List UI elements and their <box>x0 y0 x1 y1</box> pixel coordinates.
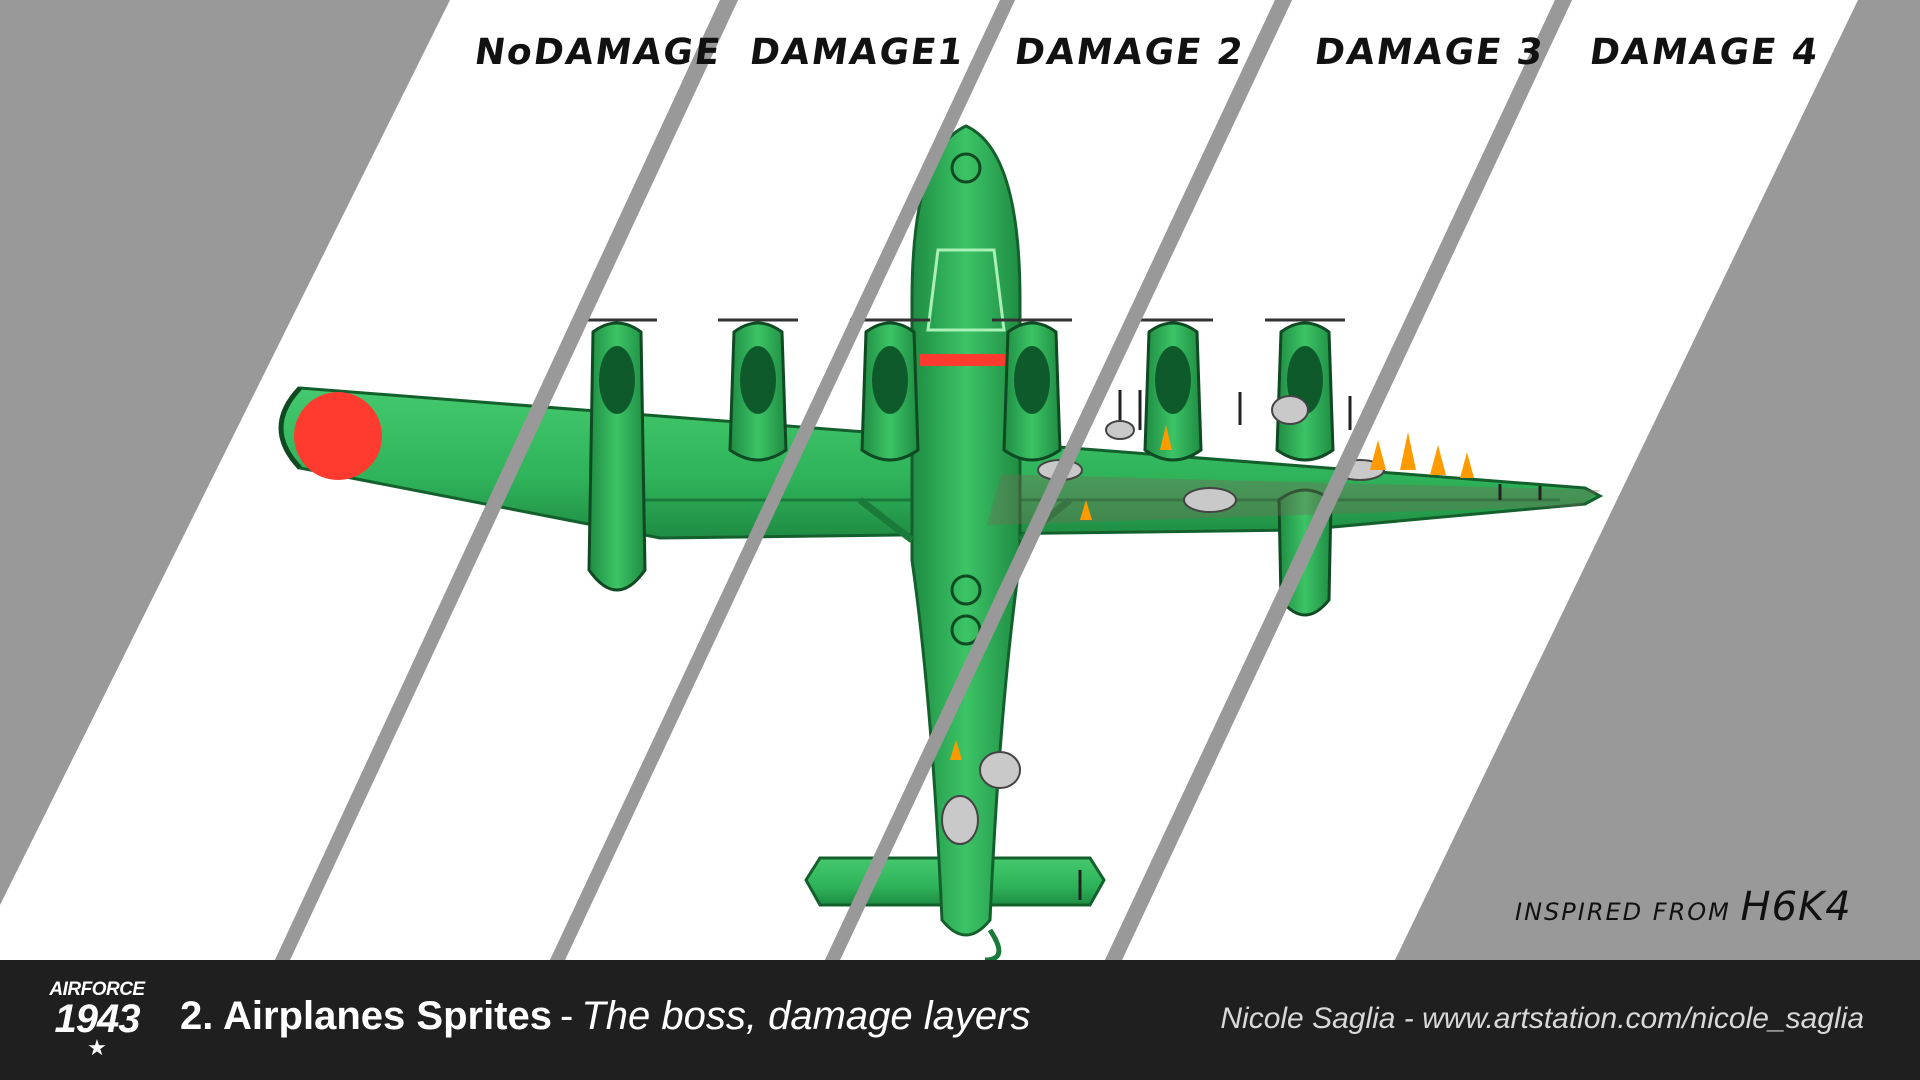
logo-year-text: 1943 <box>54 997 141 1041</box>
title-separator: - <box>560 994 574 1038</box>
label-damage-1: DAMAGE1 <box>747 32 968 73</box>
label-damage-2: DAMAGE 2 <box>1012 32 1248 73</box>
title-main: 2. Airplanes Sprites <box>180 994 552 1038</box>
label-damage-4: DAMAGE 4 <box>1587 32 1823 73</box>
label-no-damage: NoDAMAGE <box>472 32 725 73</box>
boss-plane-sprite <box>278 124 1604 960</box>
panel-separators <box>275 0 1572 960</box>
footer-bar: AIRFORCE 1943 ★ 2. Airplanes Sprites-The… <box>0 960 1920 1080</box>
title-subtitle: The boss, damage layers <box>581 994 1031 1038</box>
airforce-1943-logo: AIRFORCE 1943 ★ <box>42 980 152 1064</box>
inspired-from-note: INSPIRED FROM H6K4 <box>1515 884 1852 930</box>
engines <box>577 318 1345 617</box>
inspired-from-prefix: INSPIRED FROM <box>1515 898 1731 926</box>
page-title: 2. Airplanes Sprites-The boss, damage la… <box>180 994 1030 1039</box>
inspired-from-model: H6K4 <box>1740 884 1852 930</box>
logo-top-text: AIRFORCE <box>49 979 145 1000</box>
star-icon: ★ <box>87 1036 107 1061</box>
sprite-sheet-canvas: NoDAMAGE DAMAGE1 DAMAGE 2 DAMAGE 3 DAMAG… <box>0 0 1858 960</box>
label-damage-3: DAMAGE 3 <box>1312 32 1548 73</box>
roundel-red <box>294 392 382 480</box>
author-credit: Nicole Saglia - www.artstation.com/nicol… <box>1220 1002 1864 1035</box>
damage-panels-art <box>0 0 1858 960</box>
